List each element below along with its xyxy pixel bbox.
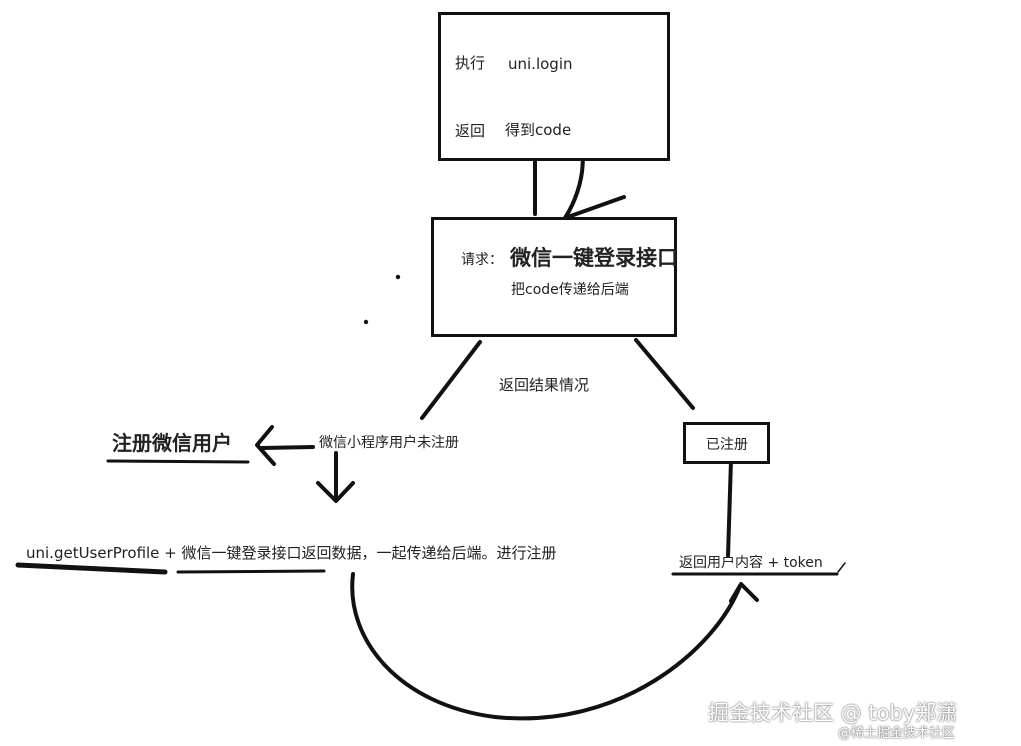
branch-unregistered: 微信小程序用户未注册 — [319, 435, 459, 451]
exec-label: 执行 — [455, 54, 486, 72]
register-step: uni.getUserProfile + 微信一键登录接口返回数据，一起传递给后… — [26, 544, 557, 562]
watermark-main: 掘金技术社区 @ toby郑潇 — [708, 701, 958, 725]
line-registered-down — [726, 458, 733, 558]
registered-box: 已注册 — [683, 422, 770, 464]
underline-register-step — [176, 569, 326, 574]
return-value: 得到code — [505, 121, 572, 139]
arrowhead-register — [255, 425, 276, 466]
return-label: 返回 — [455, 122, 486, 140]
curve-register-to-return — [350, 572, 742, 721]
branch-right-line — [634, 338, 695, 410]
request-title: 微信一键登录接口 — [510, 246, 678, 270]
exec-value: uni.login — [508, 55, 573, 73]
stray-dot — [395, 274, 401, 280]
arrowhead-return — [729, 582, 759, 603]
registered-label: 已注册 — [706, 437, 748, 453]
request-label: 请求： — [461, 252, 503, 268]
underline-register — [106, 459, 250, 464]
pen-tick — [837, 562, 846, 573]
stray-dot — [363, 319, 369, 325]
arrow-to-register — [260, 445, 315, 450]
login-box: 执行 uni.login 返回 得到code — [438, 12, 670, 161]
result-label: 返回结果情况 — [499, 376, 590, 394]
arrowhead-code — [563, 195, 626, 220]
request-desc: 把code传递给后端 — [511, 282, 629, 298]
watermark-sub: @稀土掘金技术社区 — [838, 726, 956, 741]
arrow-down-head — [316, 481, 355, 503]
branch-left-line — [420, 340, 482, 420]
request-box: 请求： 微信一键登录接口 把code传递给后端 — [431, 217, 678, 337]
register-title: 注册微信用户 — [112, 431, 232, 455]
return-step: 返回用户内容 + token — [679, 555, 823, 571]
underline-profile — [15, 562, 168, 575]
